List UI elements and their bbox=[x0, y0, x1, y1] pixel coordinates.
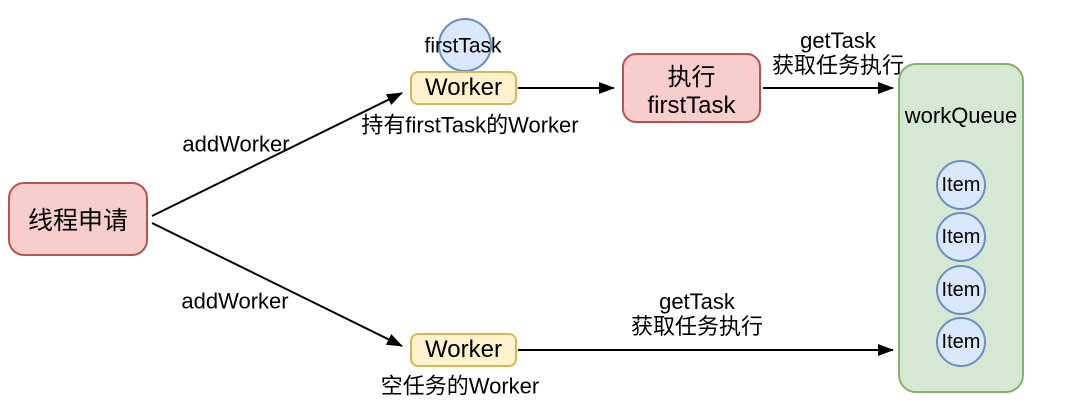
worker-top-caption: 持有firstTask的Worker bbox=[361, 112, 579, 138]
edge-label-get-task-bottom: getTask 获取任务执行 bbox=[631, 289, 763, 339]
edge-label-get-task-top-line1: getTask bbox=[800, 28, 876, 53]
arrow-add-worker-bottom bbox=[151, 222, 403, 347]
edge-label-get-task-top: getTask 获取任务执行 bbox=[772, 28, 904, 78]
node-worker-top: Worker bbox=[410, 71, 517, 105]
arrow-add-worker-top bbox=[151, 92, 403, 217]
edge-label-get-task-bottom-line2: 获取任务执行 bbox=[630, 314, 764, 339]
queue-item-circle: Item bbox=[936, 160, 986, 210]
edge-label-add-worker-top: addWorker bbox=[182, 131, 290, 157]
node-worker-bottom: Worker bbox=[410, 333, 517, 367]
edge-label-get-task-bottom-line1: getTask bbox=[659, 289, 735, 314]
edge-label-get-task-top-line2: 获取任务执行 bbox=[771, 53, 905, 78]
node-thread-request: 线程申请 bbox=[8, 182, 148, 256]
worker-bottom-caption: 空任务的Worker bbox=[380, 373, 540, 399]
work-queue-title: workQueue bbox=[904, 103, 1018, 128]
first-task-circle bbox=[438, 18, 492, 72]
queue-item-circle: Item bbox=[936, 265, 986, 315]
queue-item-circle: Item bbox=[936, 212, 986, 262]
queue-item-circle: Item bbox=[936, 317, 986, 367]
node-exec-first-task: 执行firstTask bbox=[622, 53, 761, 123]
first-task-label: firstTask bbox=[424, 34, 502, 58]
edge-label-add-worker-bottom: addWorker bbox=[181, 288, 289, 314]
